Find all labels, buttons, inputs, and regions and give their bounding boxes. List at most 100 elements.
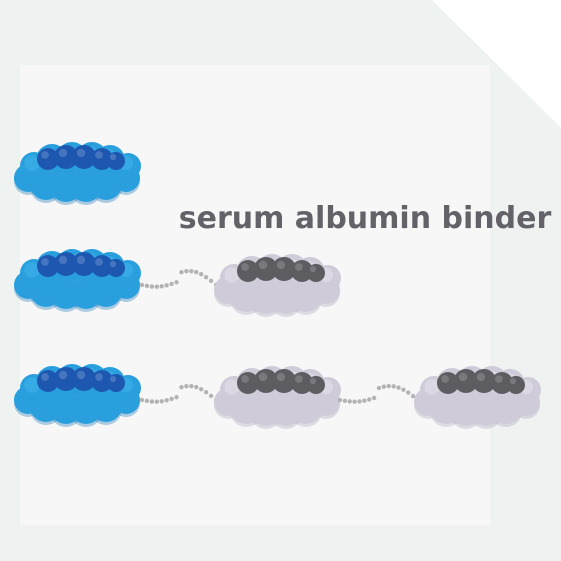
- linker-bead: [169, 281, 174, 287]
- protein-core-shine: [476, 372, 486, 382]
- protein-core-shine: [58, 370, 68, 380]
- linker-bead: [342, 398, 348, 404]
- protein-core-shine: [441, 375, 449, 383]
- linker-bead: [149, 284, 155, 289]
- linker-bead: [406, 390, 411, 395]
- protein-core-shine: [258, 260, 268, 270]
- linker-bead: [208, 393, 214, 399]
- linker-bead: [154, 284, 159, 289]
- protein-core-shine: [309, 377, 317, 385]
- linker-bead: [371, 395, 377, 401]
- linker-bead: [184, 269, 189, 274]
- linker-bead: [337, 397, 343, 403]
- protein-core-shine: [458, 372, 468, 382]
- protein-core-bead: [72, 252, 96, 276]
- linker-bead: [203, 274, 209, 280]
- protein-core-shine: [58, 148, 68, 158]
- linker-bead: [144, 398, 150, 404]
- linker-bead: [199, 271, 204, 277]
- linker-bead: [208, 278, 214, 284]
- protein-highlight: [224, 267, 240, 283]
- protein-core-shine: [58, 255, 68, 265]
- protein-core-bead: [254, 369, 278, 393]
- protein-core-bead: [107, 374, 125, 392]
- linker-bead: [159, 399, 164, 404]
- protein-core-shine: [76, 148, 86, 158]
- linker-bead: [362, 398, 367, 403]
- protein-core-bead: [107, 152, 125, 170]
- protein-core-shine: [241, 375, 249, 383]
- protein-core-shine: [241, 263, 249, 271]
- protein-core-shine: [276, 260, 286, 270]
- row-bivalent: [14, 249, 341, 317]
- albumin-binder-protein: [414, 366, 541, 429]
- protein-core-bead: [472, 369, 496, 393]
- row-trivalent: [14, 364, 541, 429]
- protein-core-shine: [109, 153, 117, 161]
- linker-bead: [376, 385, 382, 391]
- protein-core-bead: [91, 370, 113, 392]
- protein-core-bead: [437, 372, 459, 394]
- protein-core-shine: [41, 258, 49, 266]
- protein-highlight: [24, 155, 40, 171]
- linker-bead: [386, 383, 391, 389]
- protein-core-bead: [72, 145, 96, 169]
- linker-bead: [367, 397, 372, 402]
- linker-bead: [396, 385, 401, 390]
- protein-core-bead: [237, 372, 259, 394]
- protein-core-bead: [37, 148, 59, 170]
- linker-bead: [139, 282, 145, 288]
- protein-highlight: [24, 262, 40, 278]
- linker-bead: [169, 396, 174, 402]
- linker-bead: [381, 384, 387, 389]
- protein-core-shine: [109, 260, 117, 268]
- linker-bead: [199, 386, 204, 392]
- linker-bead: [179, 385, 184, 390]
- target-protein: [14, 364, 141, 427]
- linker-bead: [174, 280, 179, 285]
- protein-core-bead: [37, 370, 59, 392]
- protein-highlight: [24, 377, 40, 393]
- linker-bead: [189, 383, 194, 389]
- protein-core-bead: [291, 260, 313, 282]
- protein-core-shine: [295, 375, 303, 383]
- linker-bead: [347, 399, 352, 404]
- protein-core-bead: [37, 255, 59, 277]
- linker-bead: [203, 389, 209, 395]
- protein-core-shine: [95, 373, 103, 381]
- linker-bead: [391, 384, 396, 389]
- protein-core-shine: [309, 265, 317, 273]
- protein-core-bead: [454, 369, 478, 393]
- protein-core-bead: [272, 369, 296, 393]
- linker-bead: [352, 399, 357, 404]
- protein-core-shine: [509, 377, 517, 385]
- protein-core-shine: [495, 375, 503, 383]
- protein-core-bead: [491, 372, 513, 394]
- protein-core-bead: [54, 145, 78, 169]
- protein-core-bead: [307, 376, 325, 394]
- protein-core-bead: [54, 252, 78, 276]
- protein-core-shine: [41, 151, 49, 159]
- protein-core-shine: [258, 372, 268, 382]
- linker-bead: [410, 393, 416, 399]
- protein-core-shine: [76, 255, 86, 265]
- linker-bead: [189, 268, 194, 274]
- linker-bead: [149, 399, 155, 404]
- serum-albumin-binder-label: serum albumin binder: [179, 201, 552, 236]
- protein-core-bead: [307, 264, 325, 282]
- peptide-linker: [337, 383, 421, 404]
- albumin-binder-protein: [214, 254, 341, 317]
- protein-core-shine: [95, 151, 103, 159]
- linker-bead: [164, 398, 169, 403]
- target-protein: [14, 249, 141, 312]
- protein-core-bead: [237, 260, 259, 282]
- protein-core-bead: [72, 367, 96, 391]
- protein-core-shine: [95, 258, 103, 266]
- protein-core-bead: [91, 255, 113, 277]
- linker-bead: [179, 270, 184, 275]
- albumin-binder-protein: [214, 366, 341, 429]
- protein-core-shine: [276, 372, 286, 382]
- linker-bead: [164, 283, 169, 288]
- protein-core-bead: [507, 376, 525, 394]
